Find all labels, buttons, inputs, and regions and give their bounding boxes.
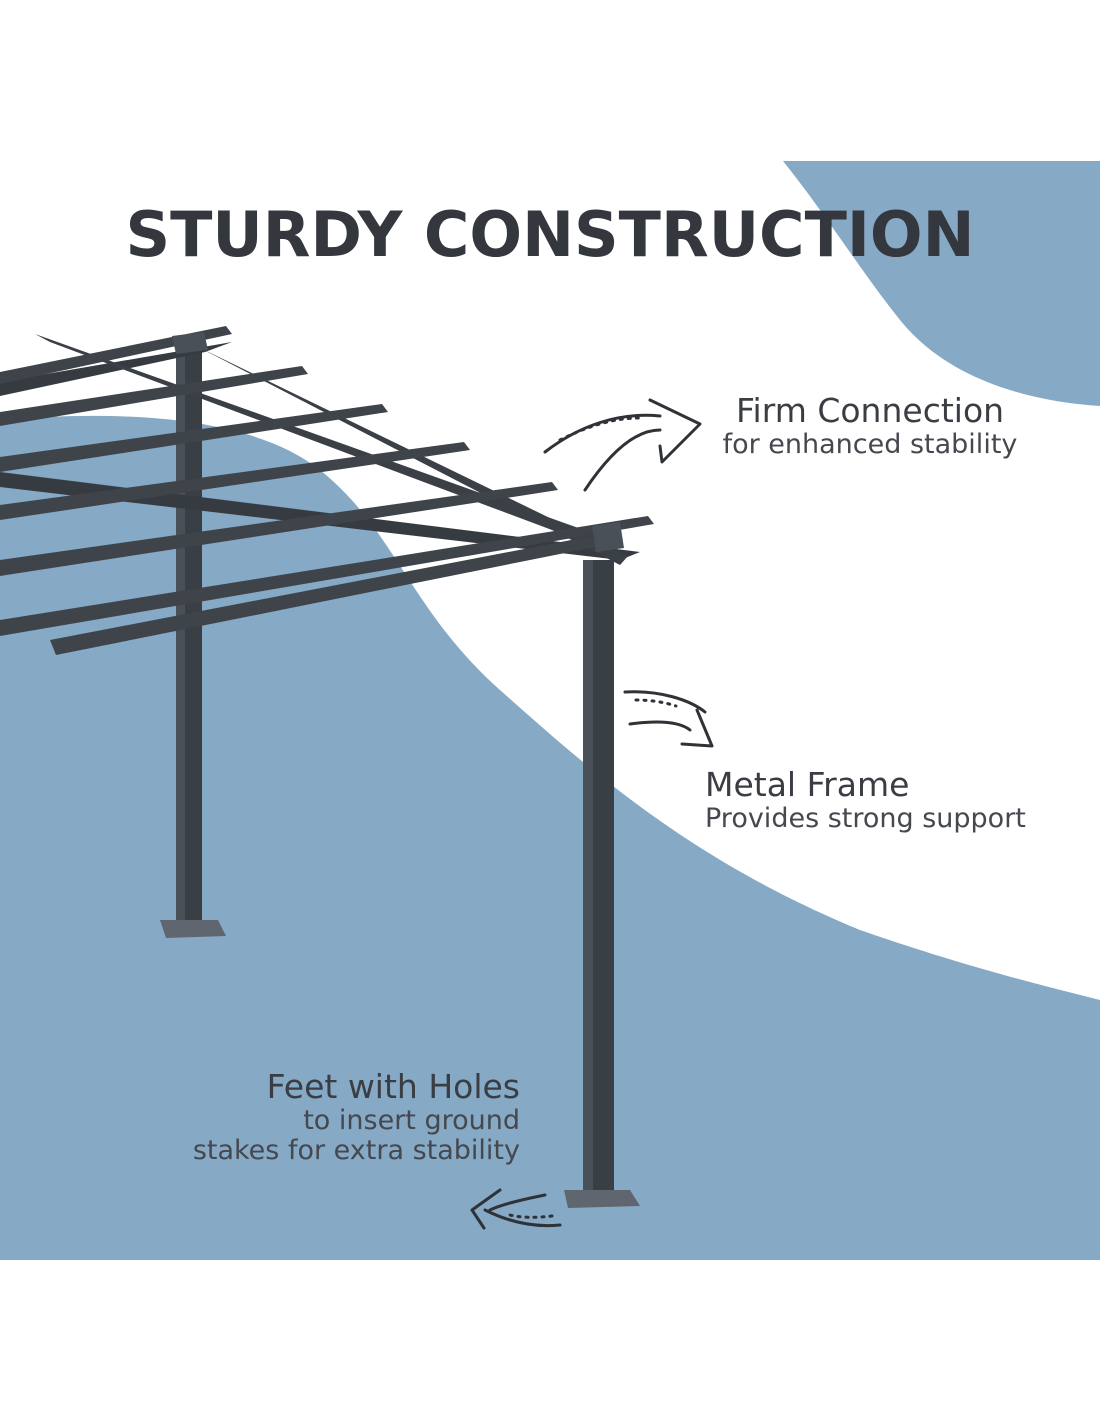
callout-subtext-line1: to insert ground [303, 1105, 520, 1136]
pergola-frame [0, 326, 654, 1208]
callout-heading: Firm Connection [735, 391, 1005, 430]
rafter [0, 404, 388, 472]
callout-subtext-line2: stakes for extra stability [192, 1135, 520, 1166]
top-connector-right [592, 522, 624, 552]
left-foot-plate [160, 920, 226, 938]
callout-subtext: for enhanced stability [722, 429, 1018, 460]
right-foot-plate [564, 1190, 640, 1208]
curved-arrow-icon [543, 398, 702, 492]
main-beam-back [0, 342, 232, 396]
curved-arrow-icon [470, 1188, 562, 1230]
rafter [0, 442, 470, 520]
callout-feet-with-holes: Feet with Holes to insert ground stakes … [160, 1068, 520, 1166]
page-title: STURDY CONSTRUCTION [125, 198, 975, 271]
top-connector-left [172, 332, 208, 354]
curved-arrow-icon [623, 690, 714, 748]
callout-heading: Feet with Holes [266, 1067, 520, 1106]
callout-firm-connection: Firm Connection for enhanced stability [700, 392, 1040, 460]
background-wave-main [0, 415, 1100, 1260]
rafter [50, 536, 600, 655]
callout-subtext: Provides strong support [705, 803, 1026, 834]
background-wave-corner [783, 161, 1100, 406]
rafter [0, 482, 558, 576]
callout-heading: Metal Frame [705, 765, 910, 804]
rafter [0, 366, 308, 426]
callout-metal-frame: Metal Frame Provides strong support [705, 766, 1065, 834]
rafter [0, 516, 654, 636]
